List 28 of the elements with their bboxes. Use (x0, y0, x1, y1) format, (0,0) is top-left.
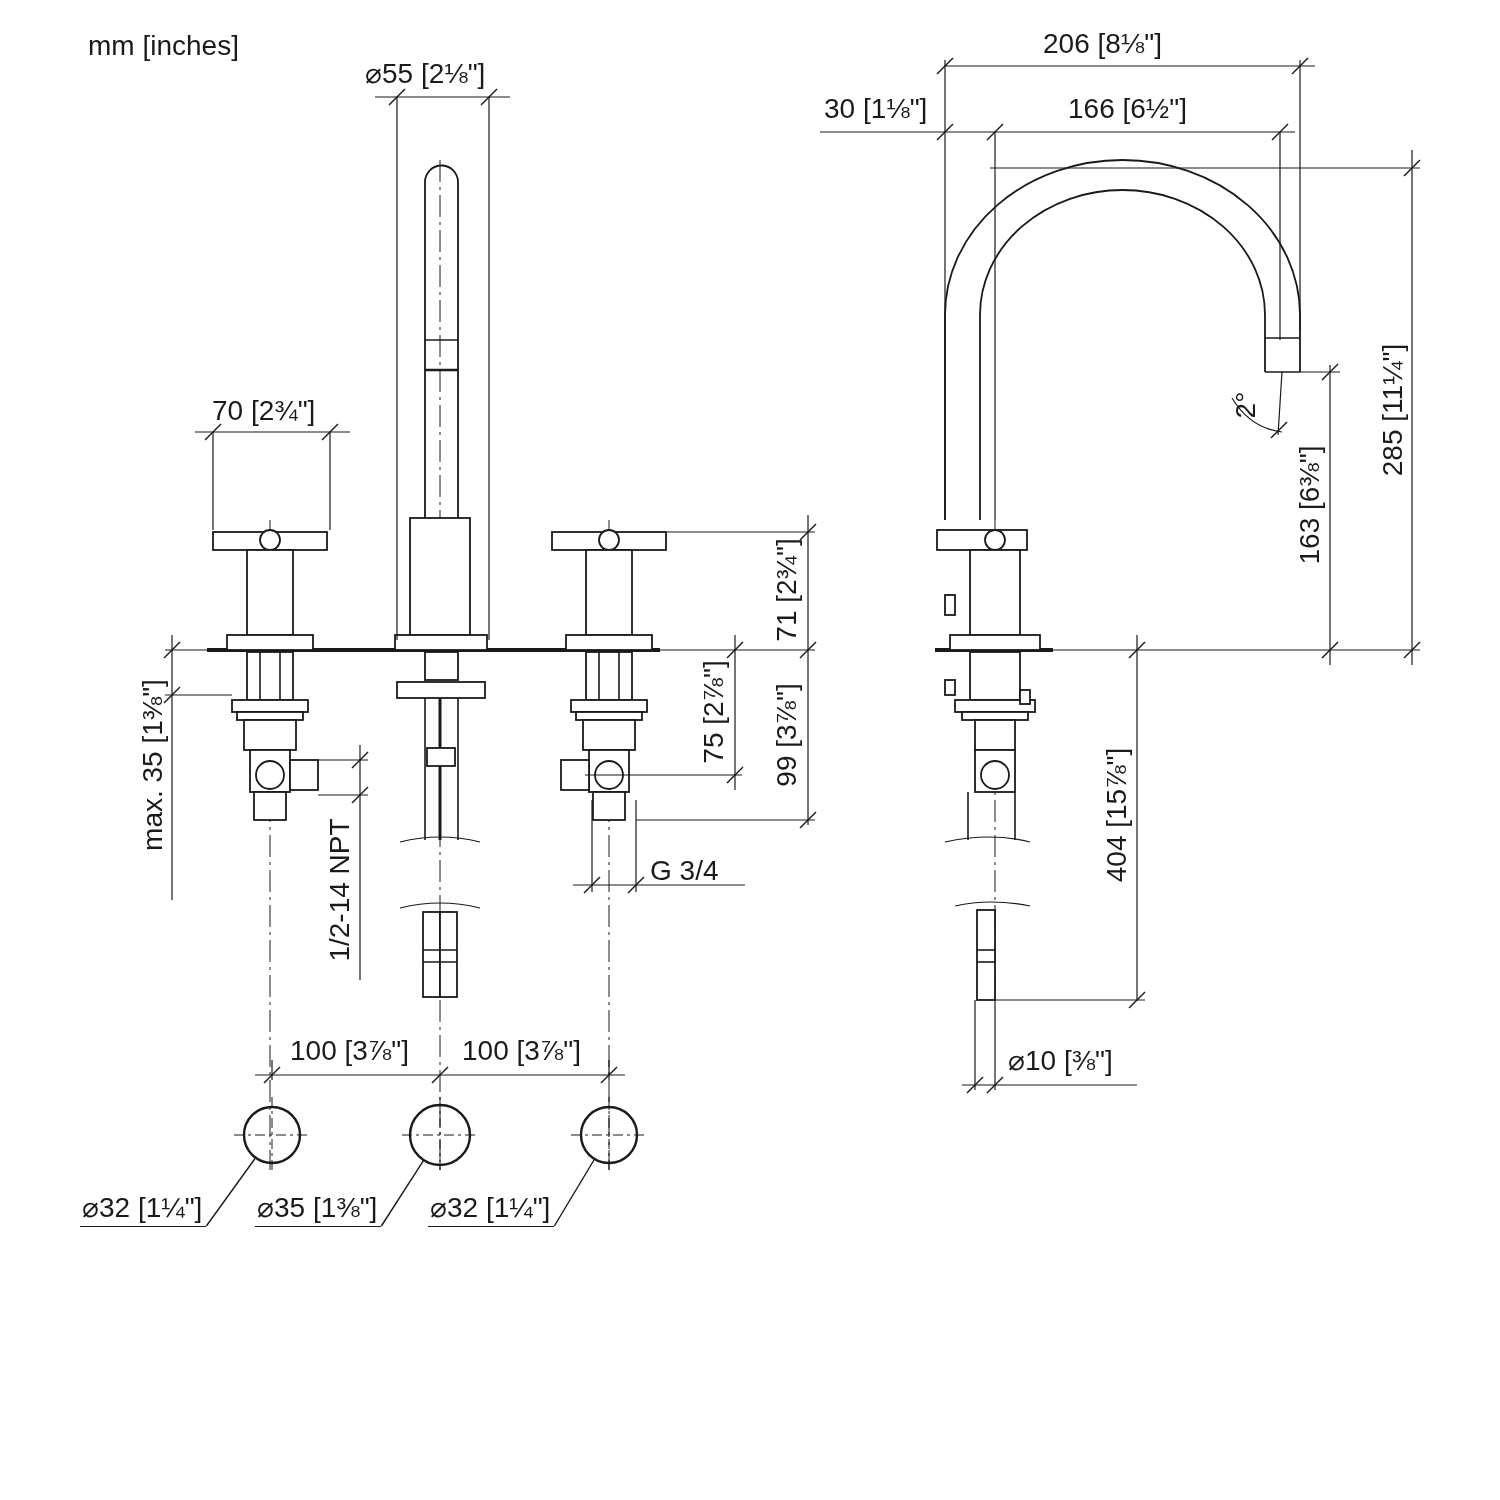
hole-circle (408, 1103, 472, 1167)
dimension-label: G 3/4 (650, 855, 719, 887)
diameter-label: ⌀32 [1¼"] (428, 1192, 555, 1227)
dimension-label: 404 [15⅞"] (1101, 747, 1133, 883)
dimension-label: 163 [6⅜"] (1294, 445, 1326, 565)
hole-circle (579, 1105, 639, 1165)
dimension-label: 100 [3⅞"] (290, 1035, 409, 1067)
dimension-label: 70 [2¾"] (212, 395, 316, 427)
dimension-label: 30 [1⅛"] (824, 93, 928, 125)
dimension-label: 75 [2⅞"] (698, 660, 730, 764)
dimension-label: ⌀10 [⅜"] (1008, 1045, 1113, 1077)
leader-line (205, 1157, 257, 1227)
dimension-label: 2° (1230, 391, 1262, 419)
hole-circle (242, 1105, 302, 1165)
unit-note: mm [inches] (88, 30, 239, 62)
leader-line (380, 1159, 425, 1227)
dimension-label: ⌀55 [2⅛"] (365, 58, 486, 90)
diameter-label: ⌀35 [1⅜"] (255, 1192, 382, 1227)
leader-line (553, 1158, 596, 1227)
dimension-label: 99 [3⅞"] (771, 683, 803, 787)
dimension-label: 71 [2¾"] (771, 538, 803, 642)
dimension-label: 166 [6½"] (1068, 93, 1187, 125)
dimension-label: 285 [11¼"] (1377, 343, 1409, 477)
dimension-label: 100 [3⅞"] (462, 1035, 581, 1067)
diameter-label: ⌀32 [1¼"] (80, 1192, 207, 1227)
dimension-label: 1/2-14 NPT (324, 818, 356, 962)
dimension-label: max. 35 [1⅜"] (137, 679, 169, 851)
dimension-label: 206 [8⅛"] (1043, 28, 1162, 60)
